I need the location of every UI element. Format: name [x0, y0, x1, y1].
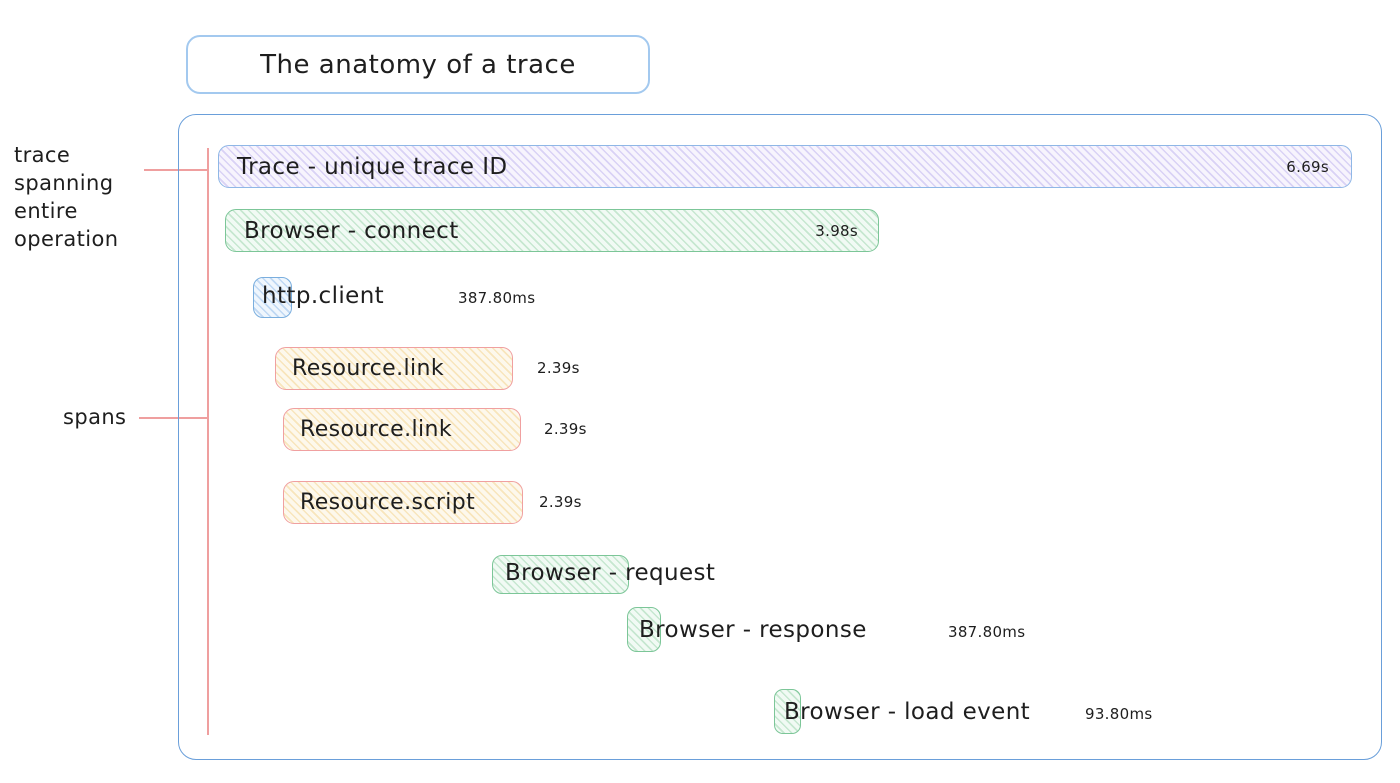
span-browser-request-label: Browser - request — [505, 560, 716, 586]
span-browser-load-event-bar — [774, 689, 801, 734]
span-resource-link-label: Resource.link — [292, 356, 444, 381]
trace-annotation-line: entire — [14, 199, 78, 223]
span-browser-connect-bar: Browser - connect 3.98s — [225, 209, 879, 252]
span-browser-connect-label: Browser - connect — [244, 217, 459, 244]
trace-connector-line — [144, 169, 208, 171]
duration-label: 387.80ms — [948, 623, 1026, 641]
trace-annotation-line: spanning — [14, 171, 114, 195]
span-trace-bar: Trace - unique trace ID 6.69s — [218, 145, 1352, 188]
span-resource-link-label: Resource.link — [300, 417, 452, 442]
span-browser-request-bar — [492, 555, 629, 594]
duration-label: 2.39s — [539, 493, 582, 511]
spans-annotation: spans — [63, 405, 127, 429]
duration-label: 6.69s — [1286, 157, 1329, 176]
diagram-title: The anatomy of a trace — [260, 49, 576, 80]
spans-connector-line — [139, 417, 209, 419]
trace-container — [178, 114, 1382, 760]
span-http-client-label: http.client — [262, 283, 385, 309]
span-resource-script-bar: Resource.script — [283, 481, 523, 524]
title-box: The anatomy of a trace — [186, 35, 650, 94]
trace-annotation-line: trace — [14, 143, 71, 167]
trace-annotation: trace spanning entire operation — [14, 141, 118, 253]
span-resource-link-bar: Resource.link — [283, 408, 521, 451]
trace-annotation-line: operation — [14, 227, 119, 251]
span-browser-response-bar — [627, 607, 661, 652]
span-browser-response-label: Browser - response — [639, 617, 867, 643]
span-browser-load-event-label: Browser - load event — [784, 699, 1031, 725]
span-trace-label: Trace - unique trace ID — [237, 153, 508, 180]
duration-label: 93.80ms — [1085, 705, 1153, 723]
duration-label: 387.80ms — [458, 289, 536, 307]
span-resource-script-label: Resource.script — [300, 490, 476, 515]
span-http-client-bar — [253, 277, 292, 318]
spans-guide-line — [207, 148, 209, 735]
span-resource-link-bar: Resource.link — [275, 347, 513, 390]
duration-label: 3.98s — [815, 221, 858, 240]
duration-label: 2.39s — [544, 420, 587, 438]
duration-label: 2.39s — [537, 359, 580, 377]
